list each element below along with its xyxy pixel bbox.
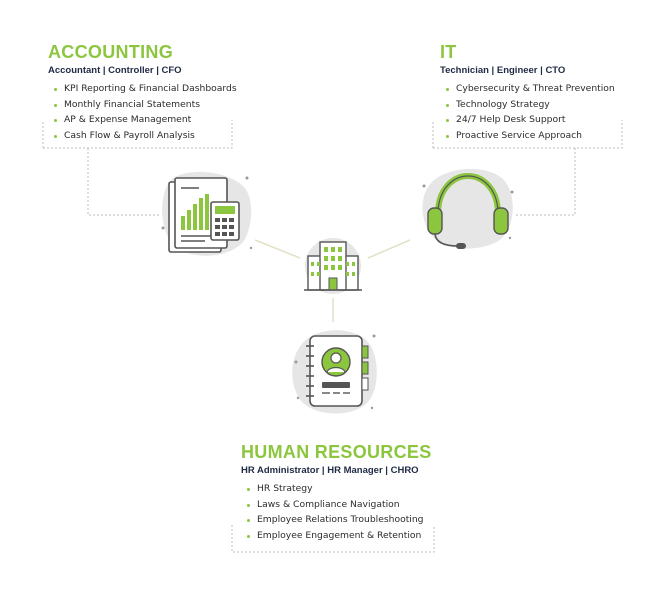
hr-roles: HR Administrator | HR Manager | CHRO bbox=[241, 465, 419, 476]
it-title: IT bbox=[440, 42, 457, 62]
accounting-leader bbox=[87, 148, 160, 216]
contact-book-icon bbox=[292, 330, 377, 414]
it-list: Cybersecurity & Threat Prevention Techno… bbox=[440, 81, 640, 143]
list-item: HR Strategy bbox=[247, 481, 461, 497]
list-item: Employee Relations Troubleshooting bbox=[247, 512, 461, 528]
list-item: Employee Engagement & Retention bbox=[247, 528, 461, 544]
list-item: Laws & Compliance Navigation bbox=[247, 497, 461, 513]
office-building-icon bbox=[304, 238, 362, 294]
list-item: KPI Reporting & Financial Dashboards bbox=[54, 81, 248, 97]
list-item: Monthly Financial Statements bbox=[54, 97, 248, 113]
hr-list: HR Strategy Laws & Compliance Navigation… bbox=[241, 481, 461, 543]
financial-report-calculator-icon bbox=[161, 171, 253, 256]
connector-it-center bbox=[367, 239, 411, 259]
accounting-roles: Accountant | Controller | CFO bbox=[48, 65, 182, 76]
accounting-list: KPI Reporting & Financial Dashboards Mon… bbox=[48, 81, 248, 143]
hr-section: HUMAN RESOURCES HR Administrator | HR Ma… bbox=[241, 442, 461, 543]
hr-frame bbox=[231, 525, 435, 553]
list-item: Cash Flow & Payroll Analysis bbox=[54, 128, 248, 144]
it-leader bbox=[515, 148, 576, 216]
list-item: Proactive Service Approach bbox=[446, 128, 640, 144]
accounting-title: ACCOUNTING bbox=[48, 42, 173, 62]
it-section: IT Technician | Engineer | CTO Cybersecu… bbox=[440, 42, 640, 143]
list-item: AP & Expense Management bbox=[54, 112, 248, 128]
accounting-frame bbox=[42, 120, 233, 149]
connector-accounting-center bbox=[254, 239, 301, 259]
it-roles: Technician | Engineer | CTO bbox=[440, 65, 566, 76]
list-item: Technology Strategy bbox=[446, 97, 640, 113]
it-frame bbox=[432, 120, 623, 149]
accounting-section: ACCOUNTING Accountant | Controller | CFO… bbox=[48, 42, 248, 143]
hr-title: HUMAN RESOURCES bbox=[241, 442, 432, 462]
headset-icon bbox=[422, 168, 514, 249]
list-item: 24/7 Help Desk Support bbox=[446, 112, 640, 128]
list-item: Cybersecurity & Threat Prevention bbox=[446, 81, 640, 97]
